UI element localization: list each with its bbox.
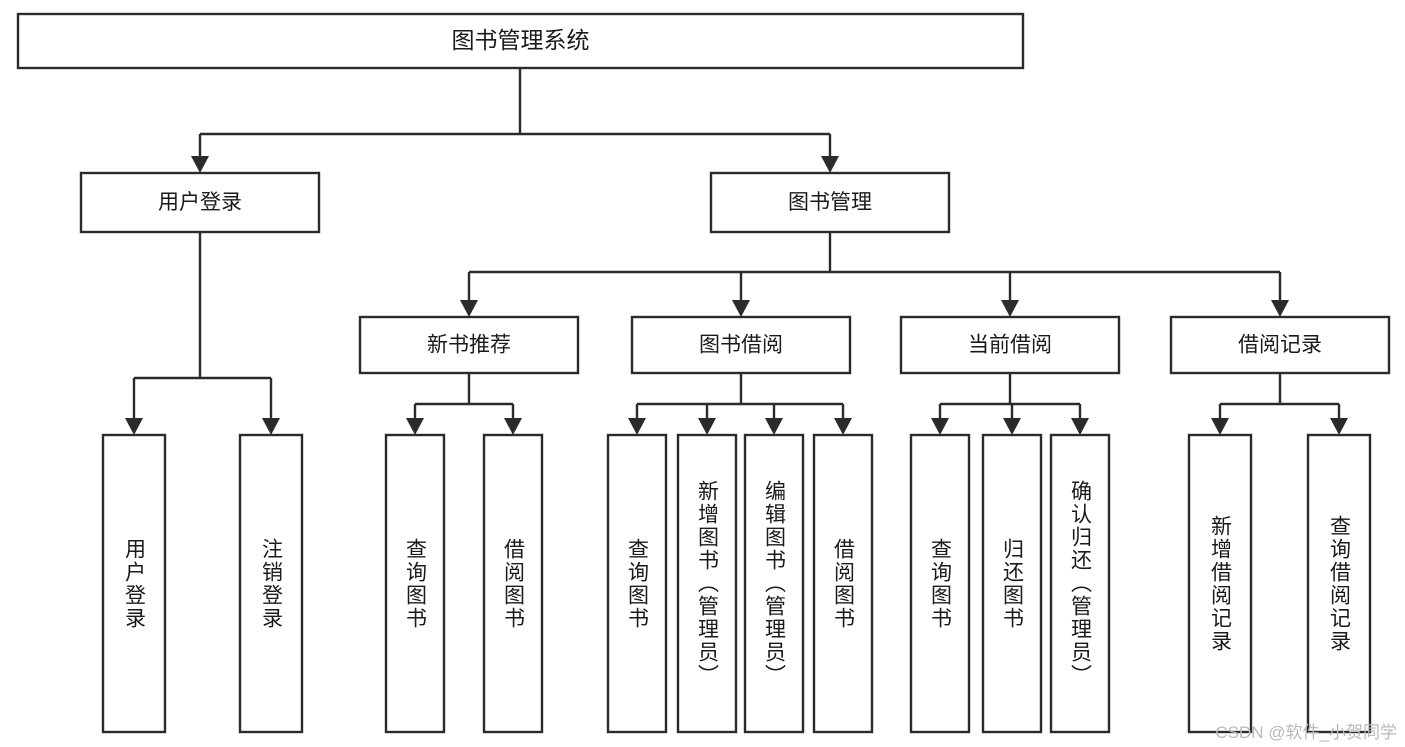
book-mgmt-to-level3-arrow-3 [1271,300,1289,317]
book-mgmt-to-level3-arrow-0 [460,300,478,317]
borrow-to-leaves-arrow-3 [834,418,852,435]
user-login-to-leaves-arrow-1 [262,418,280,435]
level2-node-1-label: 图书管理 [788,191,872,214]
leaf-node-1-box[interactable] [238,433,304,734]
level2-node-0-box[interactable] [79,171,321,234]
record-to-leaves-arrow-1 [1330,418,1348,435]
root-node-label: 图书管理系统 [452,27,590,53]
level3-node-1-label: 图书借阅 [699,334,783,357]
watermark-text: CSDN @软件_小贺同学 [1215,723,1397,742]
leaf-node-6-box[interactable] [743,433,805,734]
root-node-box[interactable] [16,12,1025,70]
level2-node-1-box[interactable] [709,171,951,234]
current-to-leaves-arrow-1 [1003,418,1021,435]
borrow-to-leaves-arrow-1 [698,418,716,435]
level2-node-0-label: 用户登录 [158,191,242,214]
leaf-node-7-box[interactable] [812,433,874,734]
level3-node-0-label: 新书推荐 [427,334,511,357]
leaf-node-12-box[interactable] [1306,433,1372,734]
current-to-leaves-arrow-2 [1071,418,1089,435]
leaf-node-8-box[interactable] [909,433,971,734]
leaf-node-2-box[interactable] [384,433,446,734]
leaf-node-11-box[interactable] [1187,433,1253,734]
book-mgmt-to-level3-arrow-1 [732,300,750,317]
root-to-level2-arrow-0 [191,156,209,173]
leaf-node-9-box[interactable] [981,433,1043,734]
new-book-to-leaves-arrow-0 [406,418,424,435]
leaf-node-5-box[interactable] [676,433,738,734]
leaf-node-0-box[interactable] [101,433,167,734]
leaf-node-4-box[interactable] [606,433,668,734]
borrow-to-leaves-arrow-2 [765,418,783,435]
new-book-to-leaves-arrow-1 [504,418,522,435]
root-to-level2-arrow-1 [821,156,839,173]
leaf-node-3-box[interactable] [482,433,544,734]
level3-node-2-label: 当前借阅 [968,334,1052,357]
level3-node-1-box[interactable] [630,315,852,375]
borrow-to-leaves-arrow-0 [628,418,646,435]
user-login-to-leaves-arrow-0 [125,418,143,435]
book-mgmt-to-level3-arrow-2 [1001,300,1019,317]
level3-node-0-box[interactable] [358,315,580,375]
record-to-leaves-arrow-0 [1211,418,1229,435]
connector-layer [125,68,1348,435]
level3-node-2-box[interactable] [899,315,1121,375]
node-box-layer [16,12,1391,734]
leaf-node-10-box[interactable] [1049,433,1111,734]
current-to-leaves-arrow-0 [931,418,949,435]
level3-node-3-label: 借阅记录 [1238,334,1322,357]
level3-node-3-box[interactable] [1169,315,1391,375]
